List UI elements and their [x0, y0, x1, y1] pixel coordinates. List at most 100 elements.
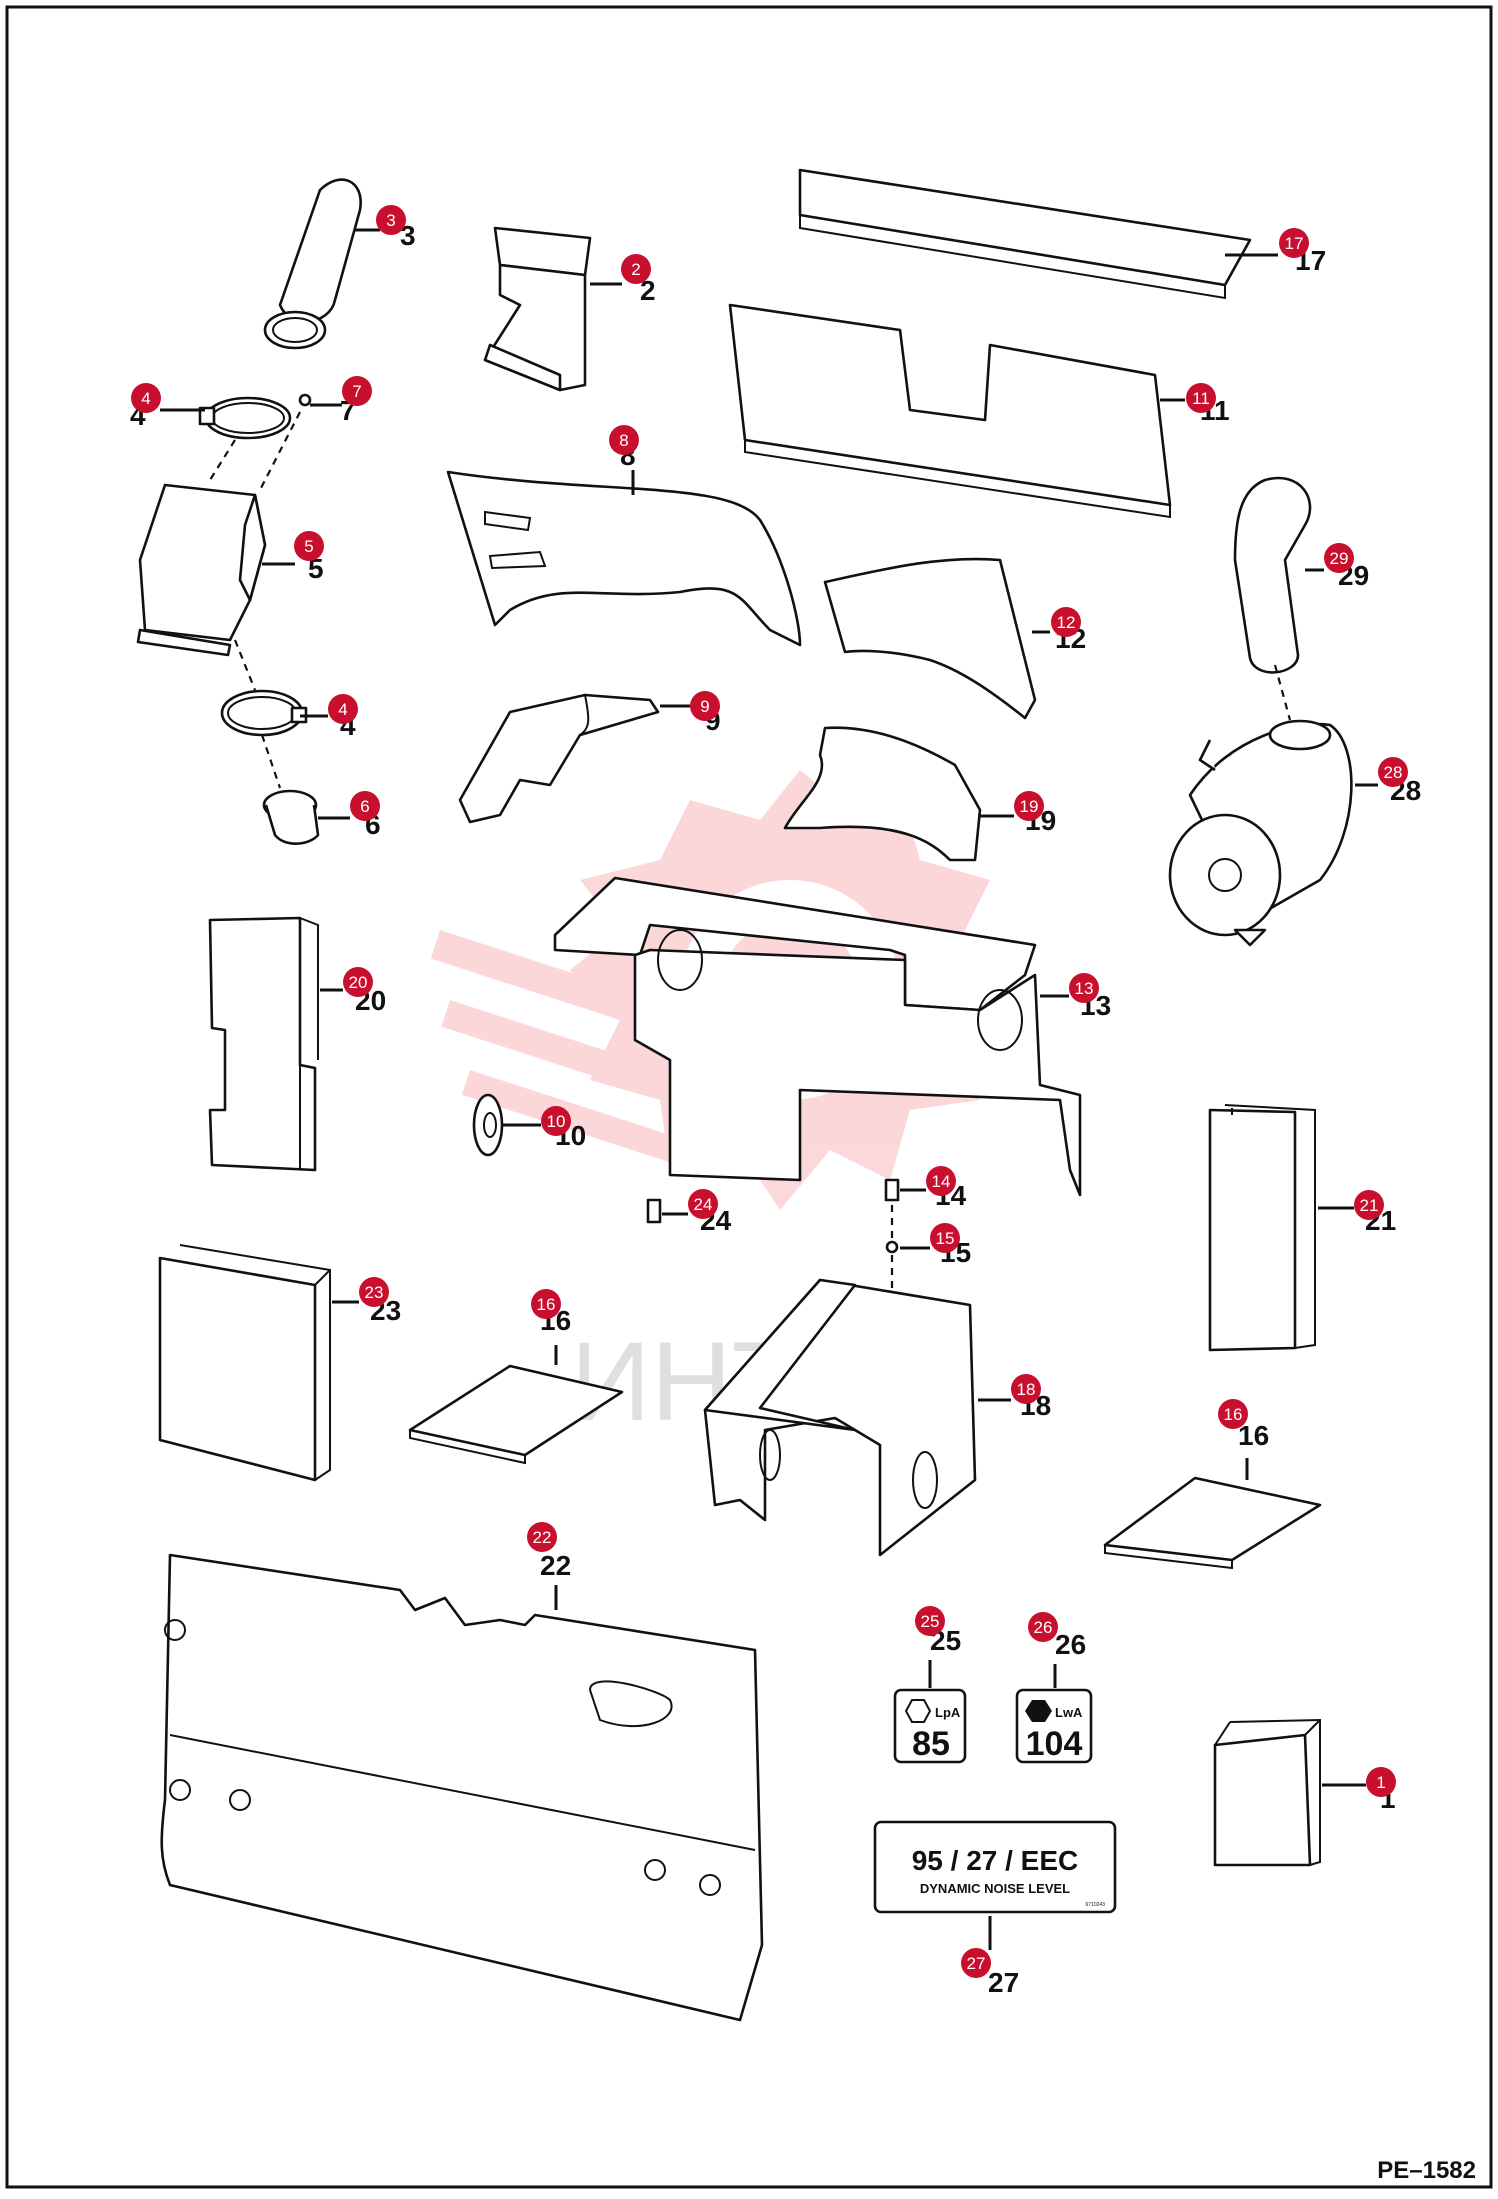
- part-24-bolt: [646, 1198, 662, 1224]
- callout-bubble: [1324, 543, 1354, 573]
- callout-tailpipe: 33: [355, 205, 416, 251]
- part-20-foam-block: [208, 916, 319, 1172]
- callout-bubble-number: 28: [1384, 763, 1403, 782]
- callout-bubble-number: 27: [967, 1954, 986, 1973]
- callout-hose-clamp: 44: [300, 694, 358, 741]
- drawing-code: PE–1582: [1377, 2157, 1476, 2184]
- callout-deflector: 99: [660, 691, 721, 736]
- part-17-foam-strip: [798, 168, 1252, 300]
- lwa-value: 104: [1026, 1725, 1083, 1763]
- callout-bubble-number: 23: [365, 1283, 384, 1302]
- callout-bubble: [1354, 1190, 1384, 1220]
- callout-bubble-number: 24: [694, 1195, 713, 1214]
- part-22-rear-panel: [160, 1553, 764, 2022]
- part-29-exhaust-pipe: [1233, 476, 1312, 674]
- part-number-label: 5: [308, 553, 324, 584]
- callout-bubble-number: 14: [932, 1172, 951, 1191]
- callout-bubble: [688, 1189, 718, 1219]
- part-number-label: 16: [1238, 1420, 1269, 1451]
- callout-bubble: [343, 967, 373, 997]
- callout-bubble: [531, 1289, 561, 1319]
- part-number-label: 27: [988, 1967, 1019, 1998]
- callout-bubble: [1028, 1612, 1058, 1642]
- callout-bubble-number: 16: [1224, 1405, 1243, 1424]
- callout-bubble: [359, 1277, 389, 1307]
- callout-bubble: [376, 205, 406, 235]
- callout-bubble: [1069, 973, 1099, 1003]
- part-16-foam-sheet-right: [1103, 1476, 1322, 1570]
- leader-dashes-exhaust: [1273, 664, 1292, 721]
- callout-housing: 55: [262, 531, 324, 584]
- part-1-foam-block: [1213, 1718, 1321, 1867]
- lwa-unit: LwA: [1055, 1705, 1083, 1720]
- callout-bubble-number: 2: [631, 260, 640, 279]
- callout-hose-clamp: 44: [130, 383, 205, 431]
- callout-bubble-number: 6: [360, 797, 369, 816]
- callout-bubble: [1218, 1399, 1248, 1429]
- callout-bubble-number: 29: [1330, 549, 1349, 568]
- callout-bubble: [342, 376, 372, 406]
- callout-bubble-number: 26: [1034, 1618, 1053, 1637]
- part-5-housing: [136, 483, 267, 657]
- callout-bubble: [1366, 1767, 1396, 1797]
- callout-bubble: [926, 1166, 956, 1196]
- callout-bubble-number: 4: [141, 389, 150, 408]
- eec-line2: DYNAMIC NOISE LEVEL: [920, 1881, 1070, 1896]
- part-number-label: 3: [400, 220, 416, 251]
- callout-bubble-number: 22: [533, 1528, 552, 1547]
- callout-coupler: 66: [318, 791, 381, 840]
- callout-bubble: [350, 791, 380, 821]
- callout-bubble-number: 19: [1020, 797, 1039, 816]
- part-8-side-shield: [446, 470, 802, 647]
- part-3-tailpipe: [263, 178, 362, 350]
- callout-bubble: [1011, 1374, 1041, 1404]
- callout-bubble: [541, 1106, 571, 1136]
- callout-bubble-number: 11: [1192, 389, 1210, 408]
- callout-bubble: [328, 694, 358, 724]
- eec-line1: 95 / 27 / EEC: [912, 1845, 1079, 1876]
- part-9-deflector: [458, 693, 660, 824]
- callout-bubble: [621, 254, 651, 284]
- part-11-foam-panel: [728, 303, 1172, 519]
- part-2-bracket: [483, 226, 592, 392]
- part-15-washer: [885, 1240, 899, 1254]
- part-21-foam-block: [1208, 1104, 1316, 1352]
- callout-bubble-number: 4: [338, 700, 347, 719]
- callout-bubble: [294, 531, 324, 561]
- part-14-bolt: [884, 1178, 900, 1202]
- callout-bubble: [961, 1948, 991, 1978]
- callout-bubble-number: 25: [921, 1612, 940, 1631]
- callout-bubble-number: 17: [1285, 234, 1304, 253]
- callout-side-shield: 88: [609, 425, 639, 495]
- callout-bubble-number: 13: [1075, 979, 1094, 998]
- eec-code: 6710243: [1086, 1902, 1106, 1908]
- callout-bubble: [609, 425, 639, 455]
- part-16-foam-sheet-left: [408, 1364, 624, 1465]
- callout-bubble-number: 18: [1017, 1380, 1036, 1399]
- part-4-upper-clamp: [198, 396, 292, 440]
- callout-bubble-number: 9: [700, 697, 709, 716]
- callout-bubble: [930, 1223, 960, 1253]
- callout-bubble: [1051, 607, 1081, 637]
- part-12-foam-pad: [823, 557, 1037, 720]
- part-10-grommet: [472, 1093, 504, 1157]
- callout-bubble-number: 3: [386, 211, 395, 230]
- decal-27-eec: 95 / 27 / EEC DYNAMIC NOISE LEVEL 671024…: [873, 1820, 1117, 1914]
